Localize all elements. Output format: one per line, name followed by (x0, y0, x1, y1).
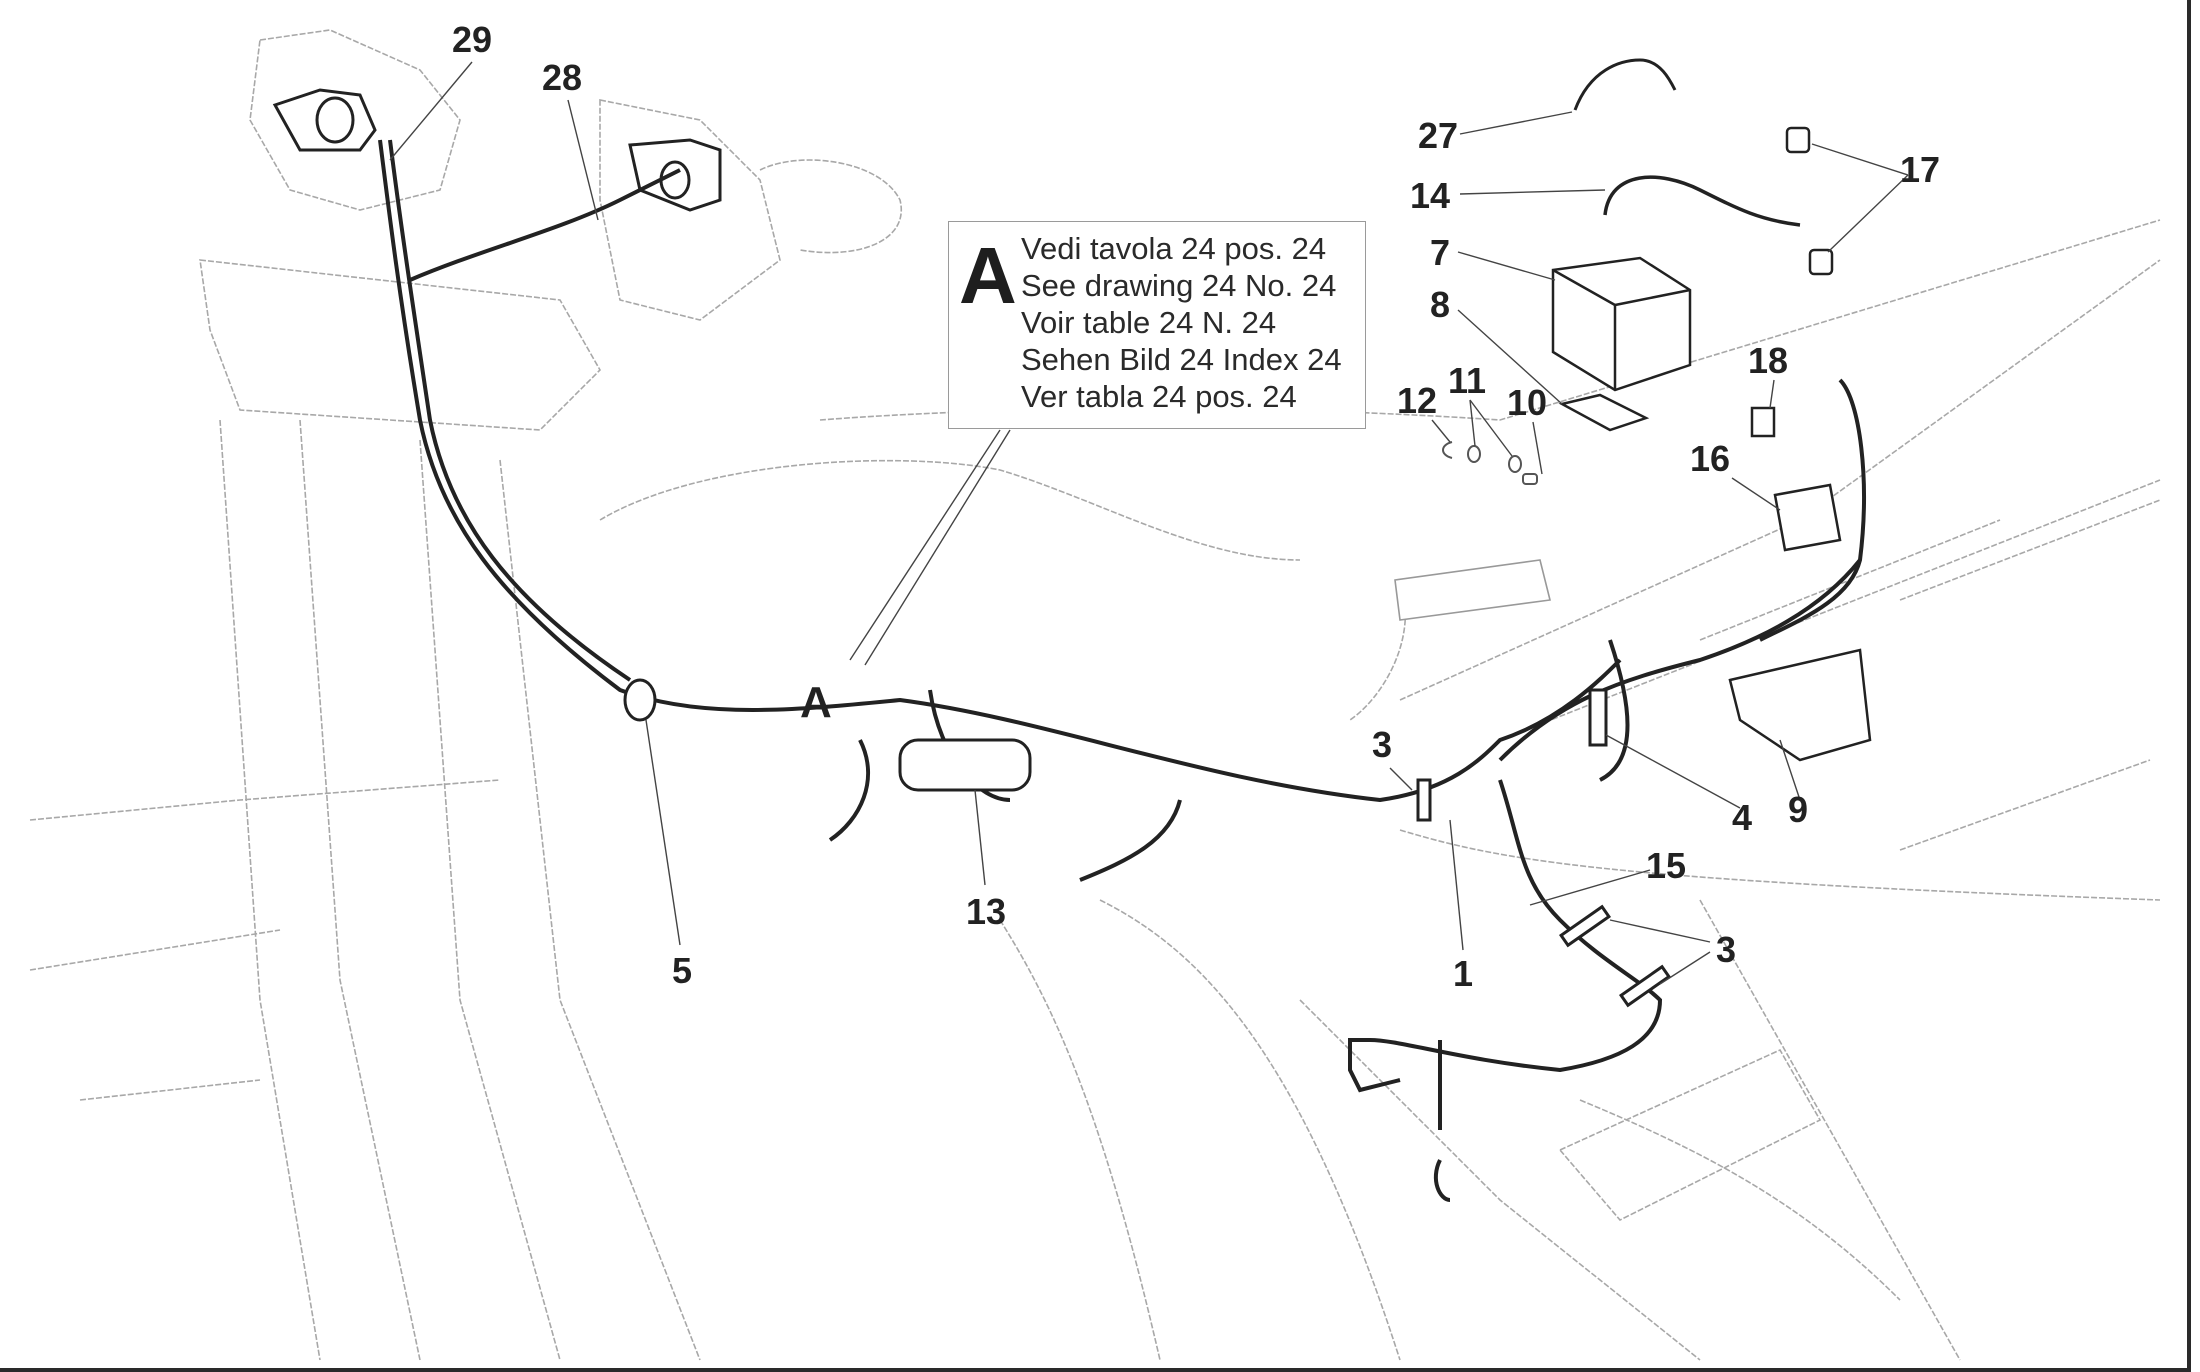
reference-letter: A (959, 231, 1017, 320)
callout-15: 15 (1646, 845, 1687, 886)
battery-cable (1603, 175, 1801, 227)
callout-8: 8 (1430, 284, 1451, 325)
callout-5: 5 (672, 950, 693, 991)
battery-pad (1558, 393, 1650, 432)
main-harness (378, 139, 1866, 1202)
callout-28: 28 (542, 57, 583, 98)
switch-housings (272, 88, 722, 212)
reference-lines: Vedi tavola 24 pos. 24 See drawing 24 No… (1021, 230, 1342, 415)
washers (1442, 441, 1538, 485)
fuse-box (1728, 648, 1872, 762)
bolts (1785, 126, 1834, 276)
reference-line-italian: Vedi tavola 24 pos. 24 (1021, 231, 1327, 266)
callout-29: 29 (452, 19, 493, 60)
callout-11: 11 (1448, 360, 1487, 401)
ground-strap (1573, 58, 1677, 111)
reference-line-german: Sehen Bild 24 Index 24 (1021, 342, 1342, 377)
callout-10: 10 (1507, 382, 1548, 423)
callout-4: 4 (1732, 797, 1753, 838)
callout-3-lower: 3 (1716, 929, 1737, 970)
leader-lines (389, 61, 1909, 985)
reference-line-spanish: Ver tabla 24 pos. 24 (1021, 379, 1297, 414)
callout-16: 16 (1690, 438, 1731, 479)
cable-clamps (623, 678, 1672, 1008)
reference-legend-box: A Vedi tavola 24 pos. 24 See drawing 24 … (948, 221, 1366, 429)
battery (1551, 256, 1692, 392)
reference-line-french: Voir table 24 N. 24 (1021, 305, 1277, 340)
callout-7: 7 (1430, 232, 1451, 273)
reference-marker-a: A (800, 678, 832, 727)
fuse (1750, 406, 1776, 438)
callout-12: 12 (1397, 380, 1438, 421)
callout-1: 1 (1453, 953, 1474, 994)
regulator (898, 738, 1032, 792)
reference-line-english: See drawing 24 No. 24 (1021, 268, 1337, 303)
callout-3-upper: 3 (1372, 724, 1393, 765)
callout-9: 9 (1788, 789, 1809, 830)
callout-14: 14 (1410, 175, 1451, 216)
control-unit (1394, 559, 1551, 621)
callout-18: 18 (1748, 340, 1789, 381)
callout-17: 17 (1900, 149, 1941, 190)
callout-13: 13 (966, 891, 1007, 932)
relay (1773, 483, 1842, 552)
callout-27: 27 (1418, 115, 1459, 156)
